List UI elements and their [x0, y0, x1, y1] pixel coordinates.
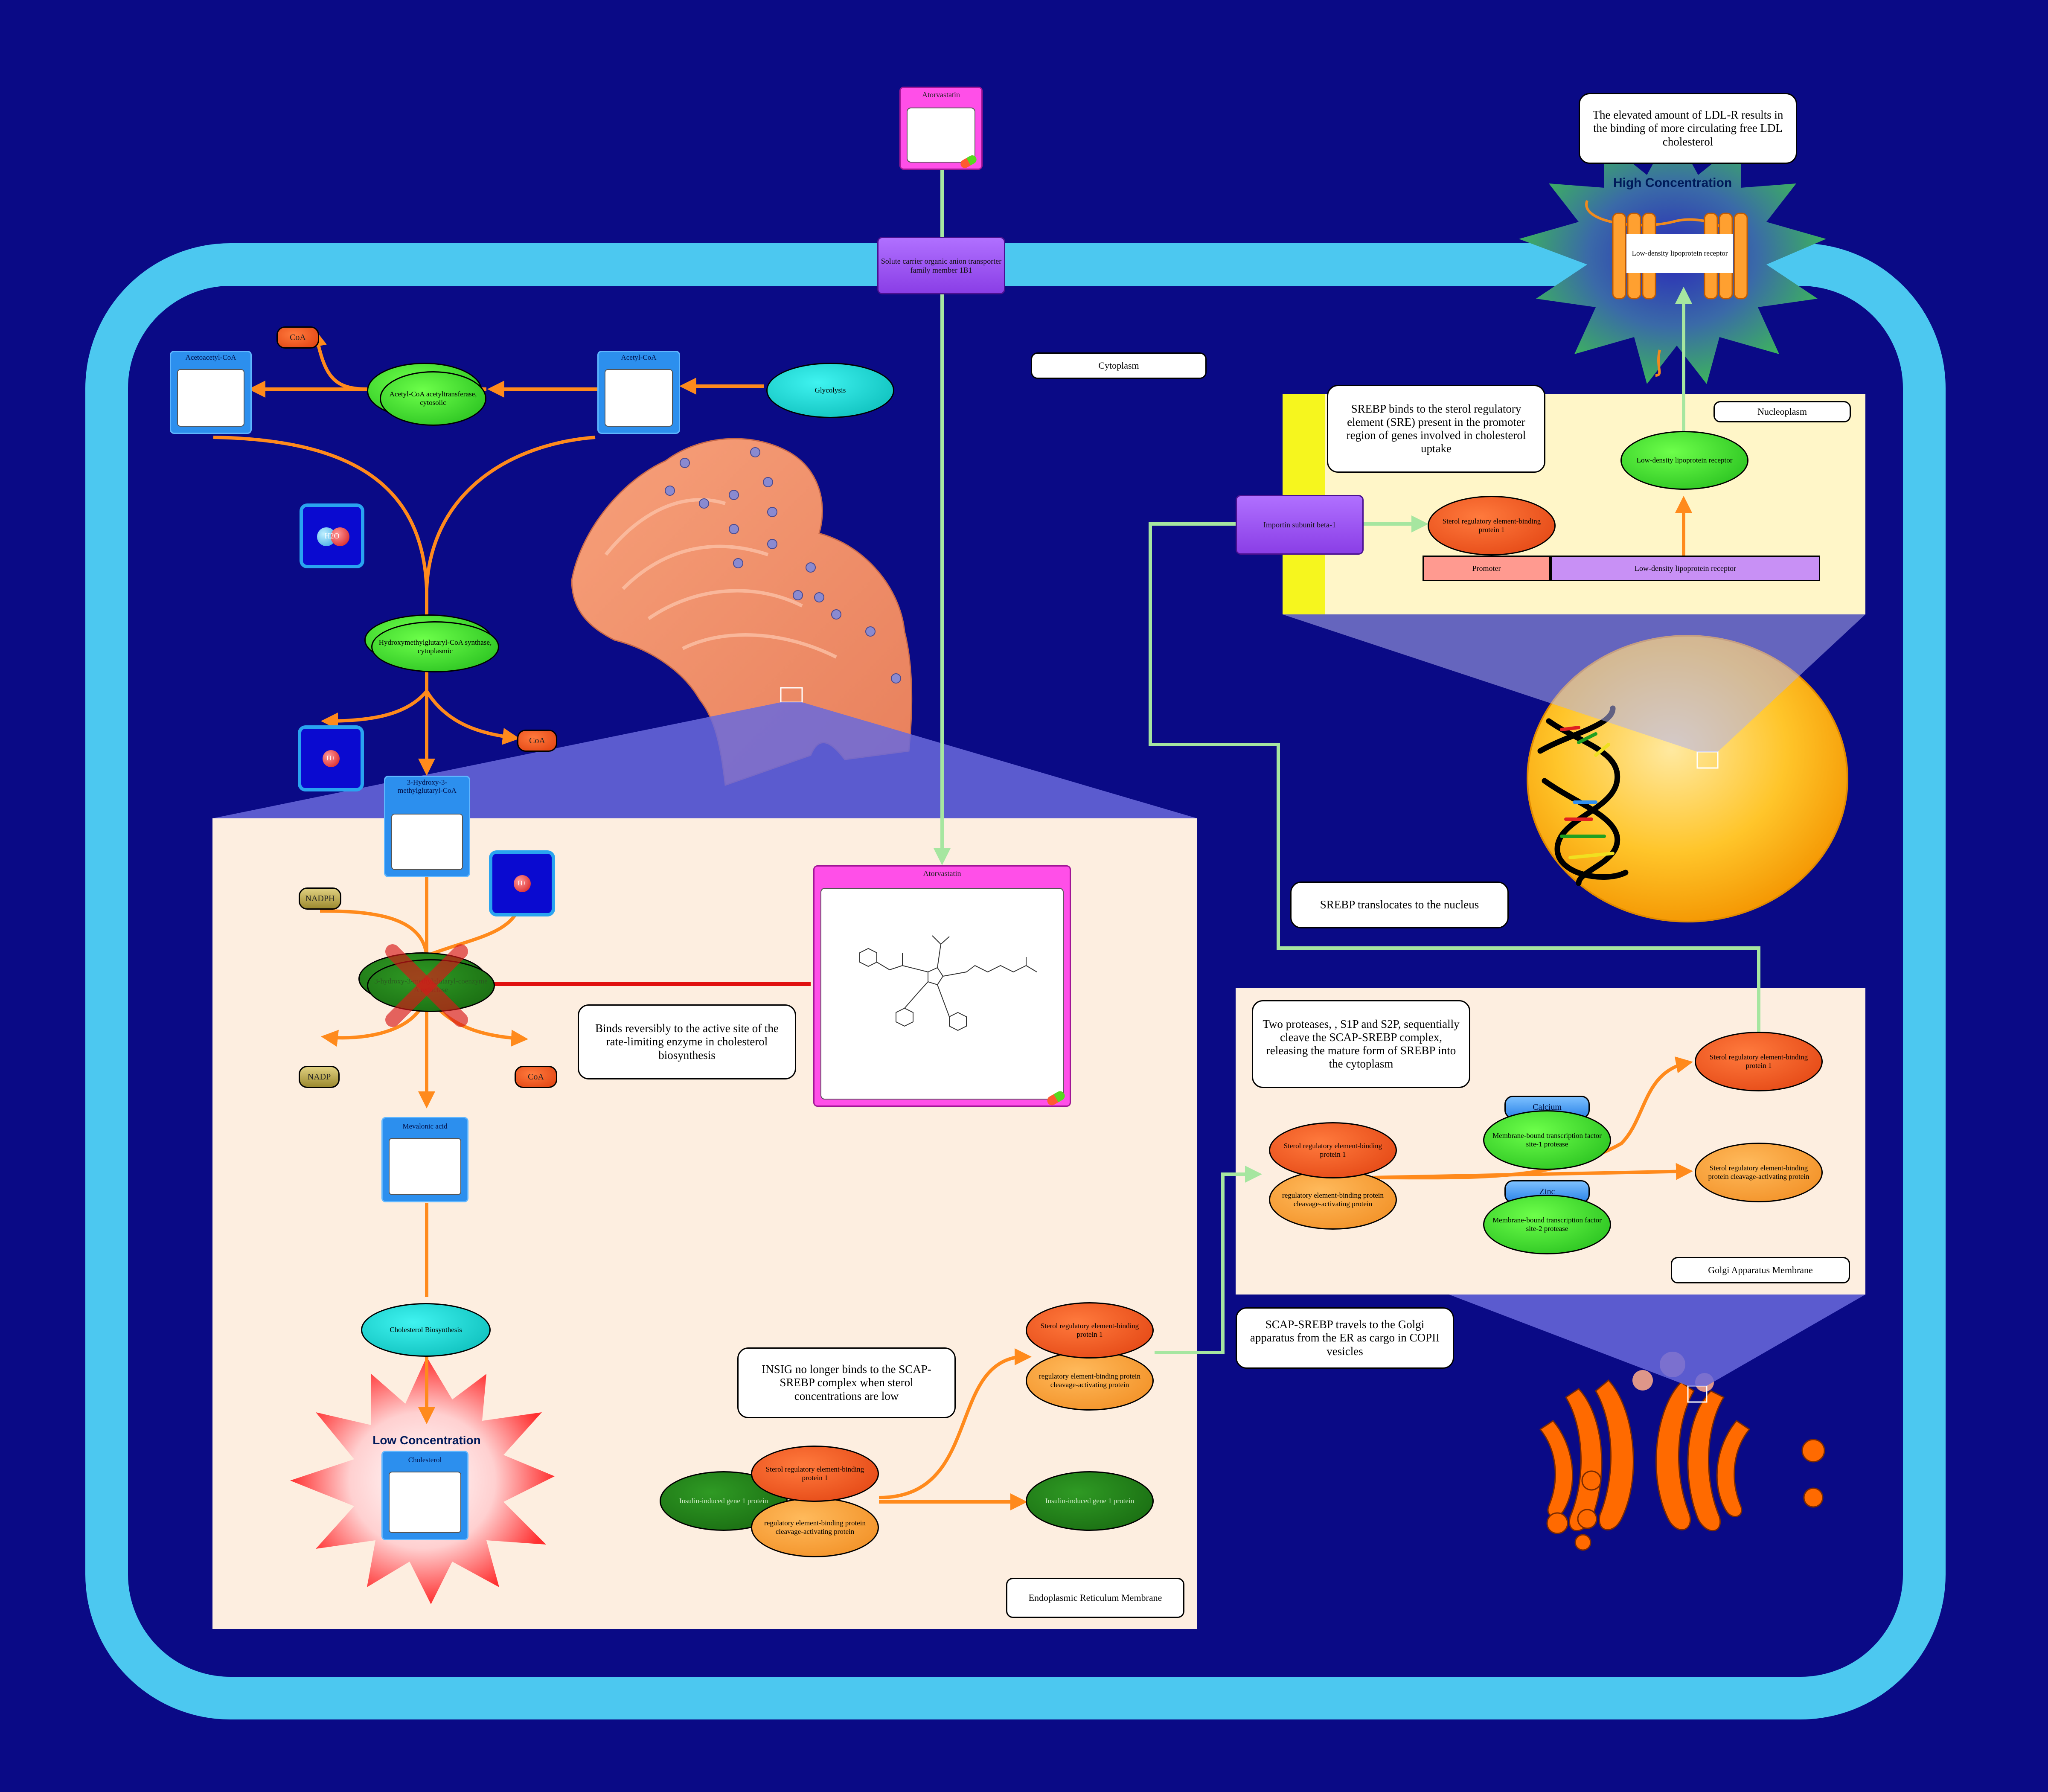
acetoacetyl-coa-label: Acetoacetyl-CoA — [185, 353, 236, 361]
proton-er-node[interactable]: H+ — [489, 850, 555, 916]
srebp-nucleus-node[interactable]: Sterol regulatory element-binding protei… — [1428, 496, 1556, 556]
cytoplasm-label: Cytoplasm — [1031, 352, 1207, 379]
scap-er-moving-node[interactable]: regulatory element-binding protein cleav… — [1026, 1351, 1154, 1411]
nadph-node[interactable]: NADPH — [299, 887, 341, 910]
nadp-node[interactable]: NADP — [299, 1066, 340, 1088]
hmg-synthase-node[interactable]: Hydroxymethylglutaryl-CoA synthase, cyto… — [371, 621, 499, 672]
water-node[interactable]: H2O — [300, 503, 364, 568]
atorvastatin-structure-thumbnail — [907, 108, 975, 163]
coa-top-node[interactable]: CoA — [276, 326, 319, 349]
insig-released-node[interactable]: Insulin-induced gene 1 protein — [1026, 1471, 1154, 1531]
srebp-er-node[interactable]: Sterol regulatory element-binding protei… — [751, 1446, 879, 1502]
cholesterol-biosynthesis-node[interactable]: Cholesterol Biosynthesis — [361, 1303, 491, 1357]
cholesterol-node[interactable]: Cholesterol — [381, 1451, 468, 1540]
hmg-coa-node[interactable]: 3-Hydroxy-3-methylglutaryl-CoA — [384, 776, 470, 877]
ldlr-gene-region[interactable]: Low-density lipoprotein receptor — [1551, 556, 1820, 581]
water-molecule-icon: H2O — [313, 523, 351, 549]
protease-cleavage-note: Two proteases, , S1P and S2P, sequential… — [1252, 1000, 1470, 1088]
srebp-er-moving-node[interactable]: Sterol regulatory element-binding protei… — [1026, 1302, 1154, 1359]
acetyl-coa-label: Acetyl-CoA — [621, 353, 657, 361]
proton-top-label: H+ — [322, 750, 340, 767]
coa-bottom-node[interactable]: CoA — [515, 1066, 557, 1088]
scap-released-node[interactable]: Sterol regulatory element-binding protei… — [1695, 1143, 1823, 1202]
copii-transport-note: SCAP-SREBP travels to the Golgi apparatu… — [1236, 1307, 1454, 1369]
acetoacetyl-coa-node[interactable]: Acetoacetyl-CoA — [170, 351, 252, 434]
proton-top-node[interactable]: H+ — [298, 725, 364, 791]
s1p-protease-node[interactable]: Membrane-bound transcription factor site… — [1483, 1110, 1611, 1170]
dna-helix — [1537, 705, 1629, 886]
ldlr-protein-node[interactable]: Low-density lipoprotein receptor — [1620, 431, 1748, 490]
endoplasmic-reticulum-illustration — [571, 438, 913, 786]
mevalonic-acid-label: Mevalonic acid — [402, 1122, 448, 1130]
mevalonic-acid-structure — [389, 1138, 461, 1195]
srebp-mature-node[interactable]: Sterol regulatory element-binding protei… — [1695, 1032, 1823, 1091]
srebp-translocation-note: SREBP translocates to the nucleus — [1290, 881, 1509, 928]
low-concentration-title: Low Concentration — [372, 1434, 481, 1447]
srebp-golgi-node[interactable]: Sterol regulatory element-binding protei… — [1269, 1122, 1397, 1178]
hmg-coa-label: 3-Hydroxy-3-methylglutaryl-CoA — [398, 778, 457, 794]
atorvastatin-top-node[interactable]: Atorvastatin — [899, 87, 983, 170]
scap-er-node[interactable]: regulatory element-binding protein cleav… — [751, 1498, 879, 1557]
acetyl-coa-acetyltransferase-node[interactable]: Acetyl-CoA acetyltransferase, cytosolic — [380, 371, 486, 426]
nucleus-zoom-cone — [1283, 614, 1865, 752]
proton-er-label: H+ — [513, 875, 531, 892]
golgi-zoom-cone — [1449, 1295, 1865, 1386]
slco1b1-transporter[interactable]: Solute carrier organic anion transporter… — [877, 237, 1005, 294]
atorvastatin-er-node[interactable]: Atorvastatin — [813, 865, 1071, 1107]
acetyl-coa-node[interactable]: Acetyl-CoA — [597, 351, 680, 434]
glycolysis-node[interactable]: Glycolysis — [766, 363, 894, 418]
atorvastatin-top-label: Atorvastatin — [922, 90, 960, 99]
golgi-apparatus-illustration — [1539, 1379, 1825, 1551]
scap-golgi-node[interactable]: regulatory element-binding protein cleav… — [1269, 1170, 1397, 1230]
atorvastatin-structure-icon — [859, 935, 1037, 1031]
water-label: H2O — [324, 532, 340, 540]
cholesterol-structure — [389, 1472, 461, 1533]
s2p-protease-node[interactable]: Membrane-bound transcription factor site… — [1483, 1195, 1611, 1254]
importin-node[interactable]: Importin subunit beta-1 — [1236, 495, 1364, 555]
insig-release-note: INSIG no longer binds to the SCAP-SREBP … — [737, 1347, 956, 1418]
sre-binding-note: SREBP binds to the sterol regulatory ele… — [1327, 385, 1545, 473]
nucleoplasm-label: Nucleoplasm — [1713, 401, 1851, 422]
golgi-membrane-label: Golgi Apparatus Membrane — [1671, 1257, 1850, 1283]
ldlr-binding-note: The elevated amount of LDL-R results in … — [1579, 93, 1797, 164]
atorvastatin-er-label: Atorvastatin — [923, 869, 961, 878]
hmg-coa-structure — [391, 814, 463, 870]
inhibited-cross-icon — [385, 944, 468, 1027]
atorvastatin-er-structure — [820, 888, 1064, 1100]
high-concentration-title: High Concentration — [1613, 176, 1732, 190]
er-membrane-label: Endoplasmic Reticulum Membrane — [1006, 1578, 1184, 1618]
mevalonic-acid-node[interactable]: Mevalonic acid — [381, 1117, 468, 1202]
promoter-gene-region[interactable]: Promoter — [1423, 556, 1551, 581]
ldl-receptor-membrane-label[interactable]: Low-density lipoprotein receptor — [1626, 234, 1733, 273]
acetyl-coa-structure — [605, 369, 673, 427]
cholesterol-label: Cholesterol — [408, 1456, 442, 1464]
binds-reversibly-note: Binds reversibly to the active site of t… — [578, 1004, 796, 1079]
coa-mid-node[interactable]: CoA — [517, 730, 557, 752]
acetoacetyl-coa-structure — [177, 369, 244, 427]
cell-membrane — [85, 243, 1946, 1719]
